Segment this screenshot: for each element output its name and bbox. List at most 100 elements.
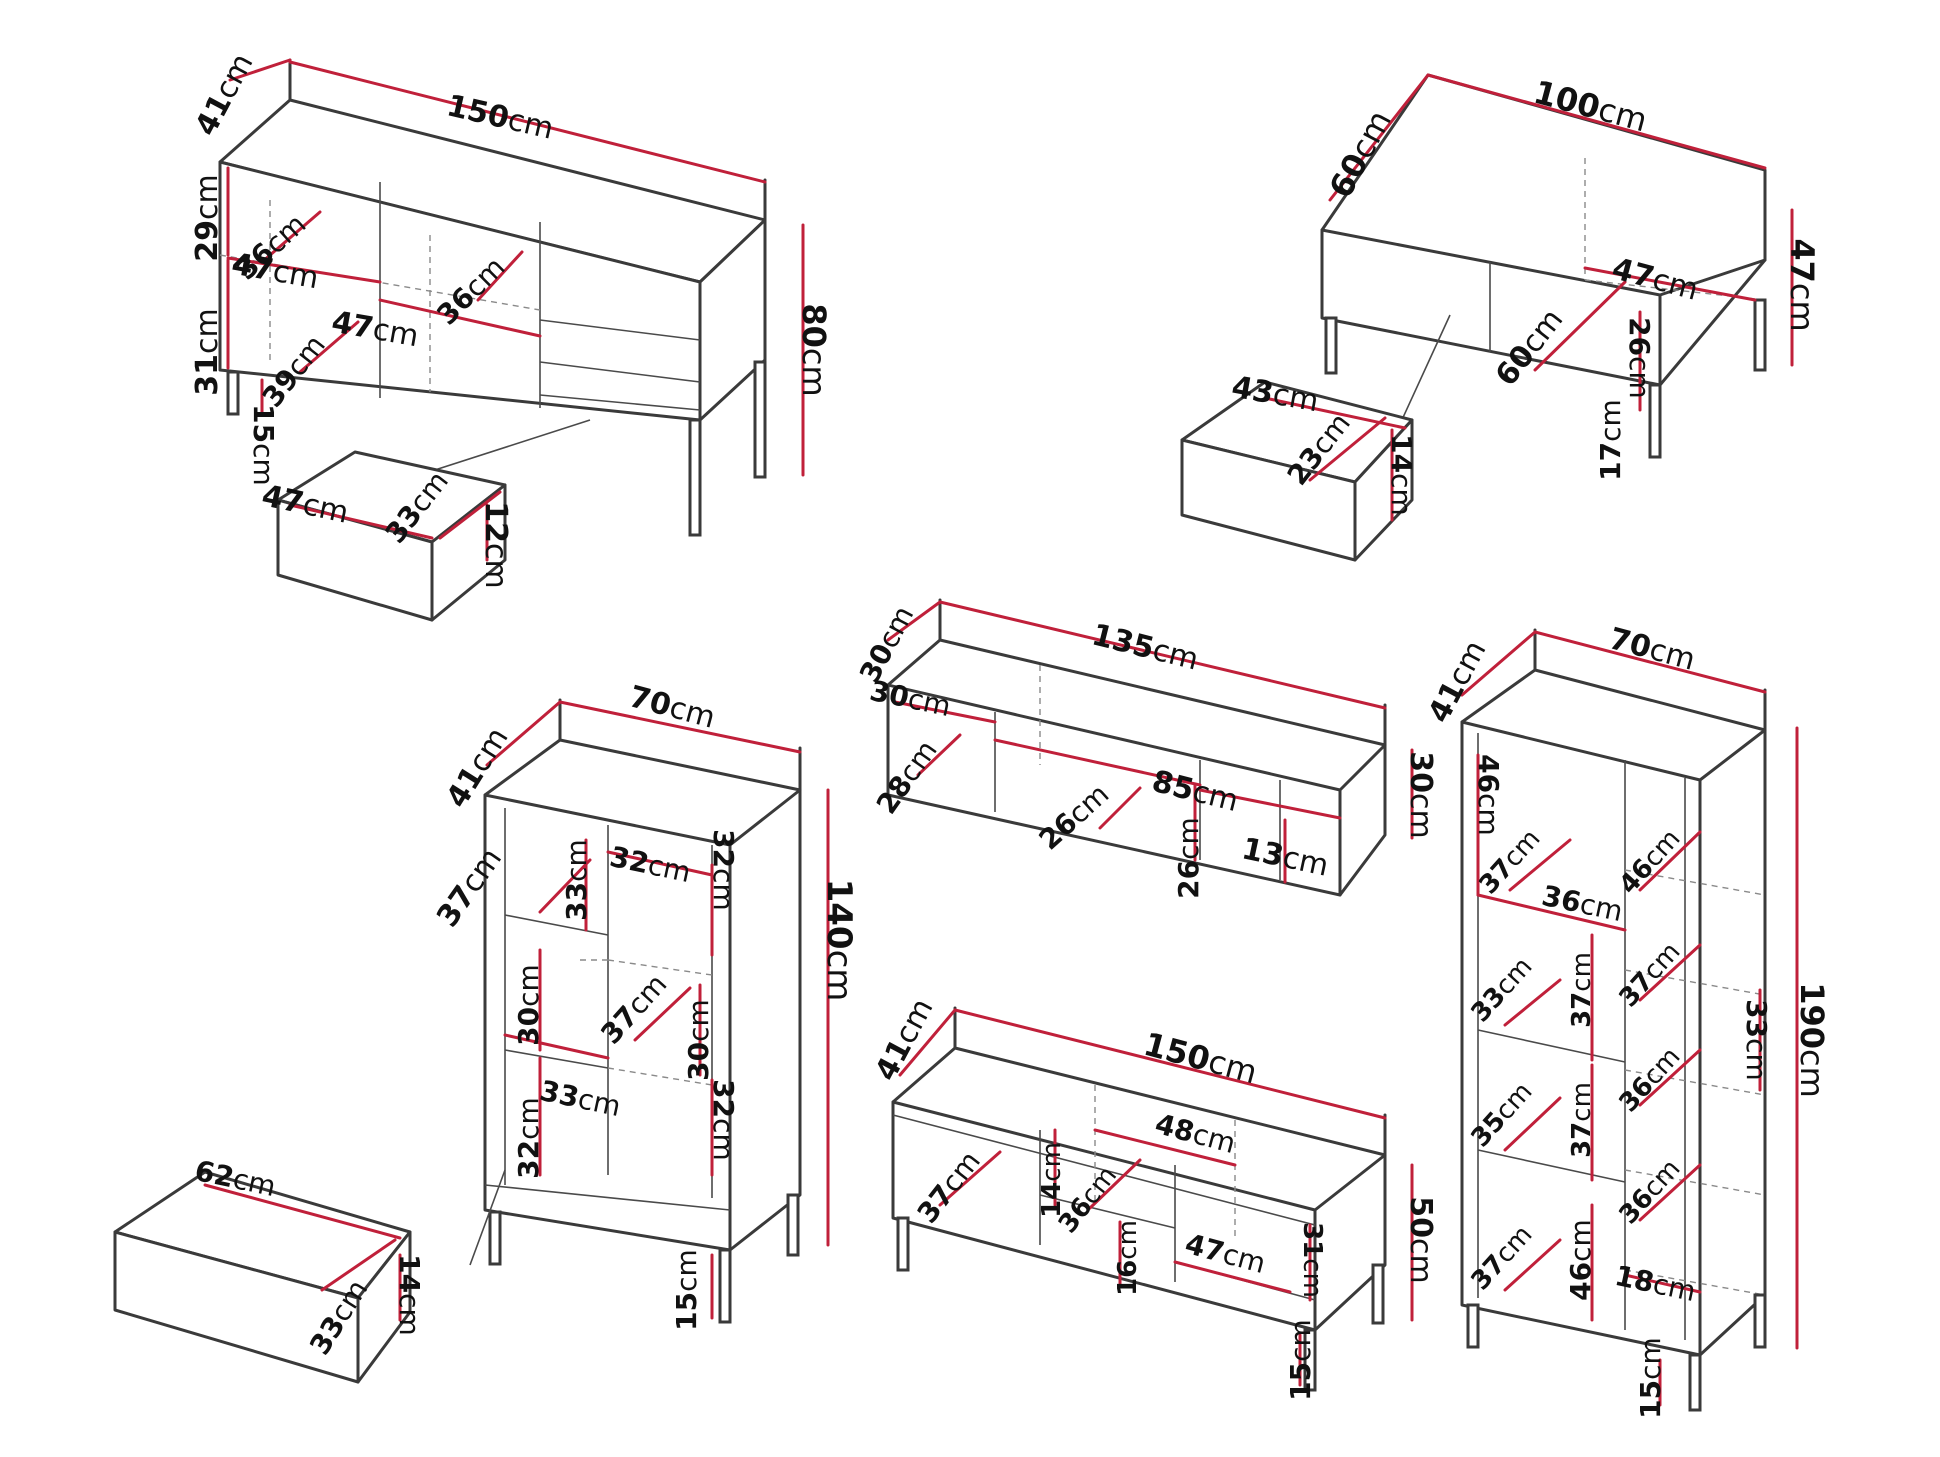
- dimension-value: 31: [1298, 1222, 1328, 1258]
- dimension-value: 15: [1284, 1362, 1317, 1401]
- dimension-value: 47: [329, 304, 376, 346]
- tv-stand-drawing: [891, 1006, 1414, 1392]
- dimension-value: 37: [1567, 992, 1597, 1028]
- wall-tv-unit-drawing: [886, 598, 1414, 897]
- dimension-label: 30cm: [682, 999, 715, 1081]
- dimension-label: 29cm: [190, 174, 225, 261]
- dimension-label: 33cm: [1740, 999, 1773, 1081]
- dimension-label: 32cm: [512, 1097, 545, 1179]
- dimension-unit: cm: [1740, 1038, 1773, 1081]
- dimension-value: 37: [1567, 1122, 1597, 1158]
- dimension-value: 32: [707, 829, 740, 868]
- dimension-value: 135: [1088, 617, 1157, 666]
- dimension-label: 15cm: [1284, 1319, 1317, 1401]
- dimension-value: 150: [1140, 1025, 1214, 1079]
- dimension-label: 31cm: [190, 308, 225, 395]
- dimension-unit: cm: [666, 690, 719, 736]
- dimension-unit: cm: [682, 999, 715, 1042]
- dimension-label: 150cm: [444, 88, 557, 146]
- dimension-unit: cm: [1204, 1042, 1261, 1091]
- dimension-unit: cm: [505, 102, 557, 146]
- dimension-unit: cm: [1385, 473, 1418, 516]
- dimension-label: 32cm: [607, 840, 694, 889]
- dimension-unit: cm: [1149, 632, 1202, 677]
- dimension-label: 33cm: [560, 839, 593, 921]
- dimension-unit: cm: [1404, 1238, 1439, 1284]
- dimension-label: 15cm: [670, 1249, 703, 1331]
- dimension-value: 46: [1472, 754, 1505, 793]
- dimension-label: 80cm: [795, 303, 833, 396]
- dimension-unit: cm: [1623, 356, 1656, 399]
- dimension-unit: cm: [1634, 1337, 1667, 1380]
- dimension-label: 26cm: [1172, 817, 1205, 899]
- dimension-unit: cm: [190, 308, 225, 354]
- dimension-value: 12: [479, 501, 514, 543]
- dimension-value: 47: [229, 246, 276, 288]
- dimension-label: 140cm: [820, 879, 860, 1002]
- dimension-unit: cm: [560, 839, 593, 882]
- dimension-value: 150: [444, 88, 513, 136]
- dimension-label: 37cm: [1567, 1082, 1597, 1158]
- dimension-value: 36: [1539, 879, 1584, 919]
- dimension-value: 30: [1404, 751, 1439, 793]
- dimension-unit: cm: [393, 1293, 426, 1336]
- dimension-value: 31: [190, 354, 225, 396]
- dimension-label: 14cm: [1037, 1142, 1067, 1218]
- dimension-unit: cm: [1298, 1258, 1328, 1298]
- dimension-value: 26: [1172, 860, 1205, 899]
- dimension-label: 190cm: [1793, 982, 1831, 1098]
- dimension-value: 47: [259, 478, 307, 521]
- dimension-value: 43: [1229, 369, 1276, 411]
- dimension-unit: cm: [1113, 1220, 1143, 1260]
- dimension-value: 32: [607, 840, 652, 880]
- dimension-label: 31cm: [1298, 1222, 1328, 1298]
- dimension-label: 32cm: [707, 829, 740, 911]
- dimension-label: 50cm: [1404, 1196, 1439, 1283]
- dimension-unit: cm: [1172, 817, 1205, 860]
- dimension-unit: cm: [190, 174, 225, 220]
- dimension-label: 26cm: [1623, 317, 1656, 399]
- dimension-unit: cm: [1270, 376, 1321, 418]
- dimension-value: 80: [795, 303, 833, 348]
- dimension-label: 14cm: [393, 1254, 426, 1336]
- dimension-label: 47cm: [229, 246, 321, 296]
- dimension-unit: cm: [479, 543, 514, 589]
- dimension-unit: cm: [1472, 793, 1505, 836]
- dimension-label: 32cm: [707, 1079, 740, 1161]
- dimension-value: 14: [1385, 434, 1418, 473]
- dimension-unit: cm: [670, 1249, 703, 1292]
- dimension-value: 26: [1623, 317, 1656, 356]
- dimension-value: 17: [1594, 442, 1627, 481]
- dimension-value: 33: [537, 1074, 582, 1114]
- dimension-value: 16: [1113, 1260, 1143, 1296]
- dimension-unit: cm: [512, 1097, 545, 1140]
- dimension-unit: cm: [1567, 1082, 1597, 1122]
- dimension-value: 14: [393, 1254, 426, 1293]
- dimension-value: 14: [1037, 1182, 1067, 1218]
- dimension-label: 18cm: [1612, 1259, 1699, 1308]
- dimension-unit: cm: [820, 950, 860, 1002]
- sideboard-drawing: [218, 58, 805, 622]
- coffee-table-drawing: [1180, 73, 1794, 562]
- dimension-label: 30cm: [512, 964, 545, 1046]
- dimension-unit: cm: [1594, 399, 1627, 442]
- dimension-unit: cm: [1793, 1049, 1831, 1098]
- dimension-label: 47cm: [1783, 238, 1821, 331]
- dimension-value: 18: [1612, 1259, 1657, 1299]
- dimension-label: 46cm: [1564, 1219, 1597, 1301]
- dimension-label: 17cm: [1594, 399, 1627, 481]
- dimension-value: 29: [190, 220, 225, 262]
- dimension-value: 190: [1793, 982, 1831, 1049]
- dimension-label: 70cm: [1605, 621, 1699, 677]
- dimension-value: 33: [1740, 999, 1773, 1038]
- dimension-label: 16cm: [1113, 1220, 1143, 1296]
- dimension-unit: cm: [1567, 952, 1597, 992]
- dimension-value: 30: [867, 674, 912, 714]
- dimension-unit: cm: [707, 1118, 740, 1161]
- dimension-label: 12cm: [479, 501, 514, 588]
- dimension-value: 140: [820, 879, 860, 950]
- dimension-unit: cm: [270, 253, 321, 295]
- dimension-value: 15: [1634, 1380, 1667, 1419]
- dimension-label: 33cm: [537, 1074, 624, 1123]
